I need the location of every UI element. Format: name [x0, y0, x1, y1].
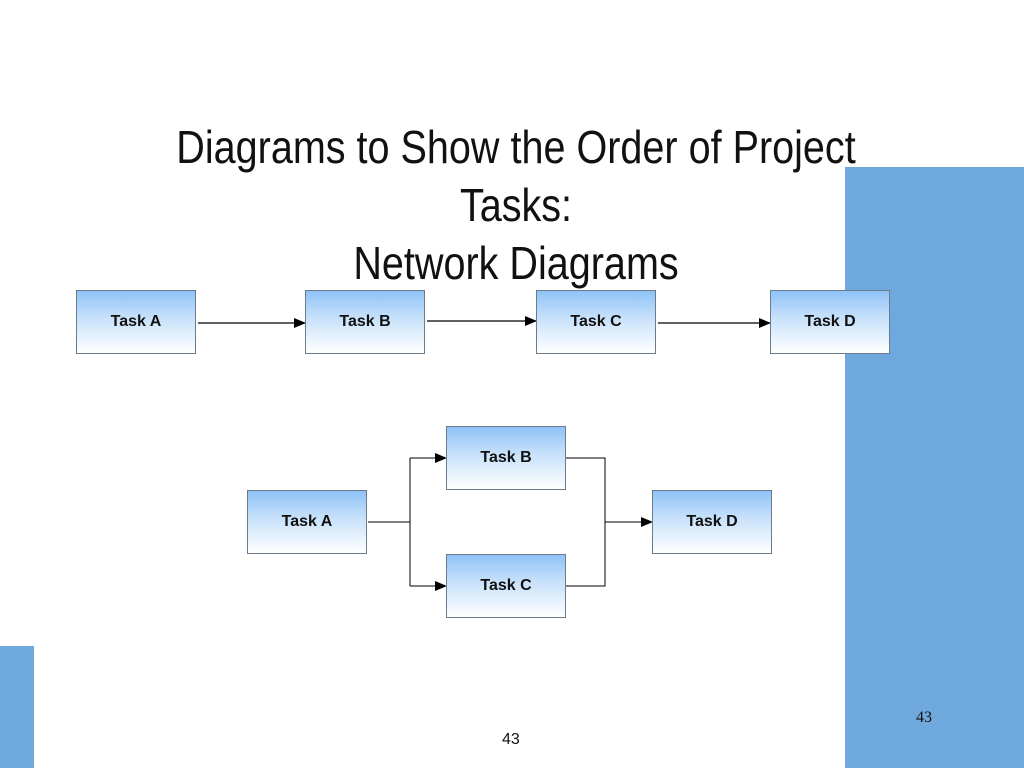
title-line-1: Diagrams to Show the Order of Project Ta… [176, 121, 856, 231]
par-node-task-c: Task C [446, 554, 566, 618]
seq-node-task-a: Task A [76, 290, 196, 354]
accent-bar-right [845, 167, 1024, 768]
page-number-right: 43 [916, 709, 932, 726]
par-node-task-a: Task A [247, 490, 367, 554]
par-node-task-b: Task B [446, 426, 566, 490]
connector-b-join [566, 457, 606, 587]
par-node-task-d: Task D [652, 490, 772, 554]
page-number-center: 43 [502, 731, 520, 748]
slide-title: Diagrams to Show the Order of Project Ta… [124, 118, 908, 292]
seq-node-task-d: Task D [770, 290, 890, 354]
seq-node-task-b: Task B [305, 290, 425, 354]
seq-node-task-c: Task C [536, 290, 656, 354]
title-line-2: Network Diagrams [353, 237, 679, 289]
accent-bar-left [0, 646, 34, 768]
